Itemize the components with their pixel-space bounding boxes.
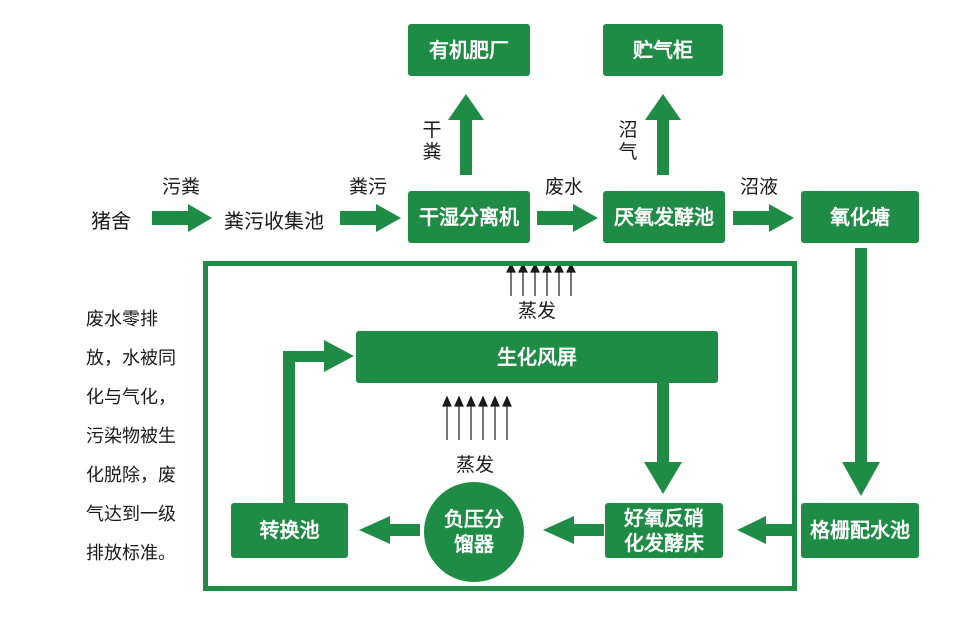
arrow-pig-to-pool — [152, 204, 212, 232]
node-transfer-pool: 转换池 — [231, 503, 348, 558]
arrow-distiller-to-transfer — [359, 516, 420, 544]
arrow-oxidation-to-grid — [842, 248, 880, 496]
node-distiller: 负压分馏器 — [424, 482, 524, 582]
description-text: 废水零排放，水被同化与气化，污染物被生化脱除，废气达到一级排放标准。 — [86, 309, 176, 564]
arrow-separator-to-biogas — [537, 204, 598, 232]
arrow-pool-to-separator — [340, 204, 401, 232]
label-dry-manure: 干粪 — [422, 119, 442, 163]
label-biogas: 沼气 — [618, 119, 638, 163]
evaporation-arrows-top — [506, 262, 576, 296]
label-biogas-liquid: 沼液 — [740, 176, 779, 198]
node-fertilizer-plant: 有机肥厂 — [408, 24, 530, 76]
arrow-separator-to-fertilizer — [448, 94, 484, 175]
arrow-biogas-to-oxidation — [733, 204, 794, 232]
node-grid-pool: 格栅配水池 — [801, 503, 919, 558]
arrow-biogas-to-gasholder — [645, 94, 681, 175]
node-bio-screen: 生化风屏 — [356, 331, 718, 383]
label-sewage-manure: 污粪 — [162, 176, 201, 198]
recycling-loop-frame — [203, 261, 797, 591]
node-oxidation-pond: 氧化塘 — [801, 191, 919, 243]
label-waste-water: 废水 — [545, 176, 584, 198]
label-evaporation-top: 蒸发 — [518, 300, 557, 322]
label-evaporation-mid: 蒸发 — [456, 454, 495, 476]
arrow-screen-to-aerobic — [644, 382, 682, 494]
arrow-aerobic-to-distiller — [543, 516, 604, 544]
node-separator: 干湿分离机 — [408, 191, 530, 243]
node-pig-house: 猪舍 — [91, 209, 131, 233]
node-manure-pool: 粪污收集池 — [224, 209, 324, 233]
evaporation-arrows-mid — [442, 395, 512, 440]
label-manure-sewage: 粪污 — [349, 176, 388, 198]
node-aerobic-bed: 好氧反硝化发酵床 — [605, 503, 723, 558]
node-biogas-tank: 厌氧发酵池 — [603, 191, 725, 243]
arrow-transfer-to-screen — [283, 340, 354, 505]
arrow-grid-to-aerobic — [737, 516, 796, 544]
node-gas-holder: 贮气柜 — [603, 24, 723, 76]
